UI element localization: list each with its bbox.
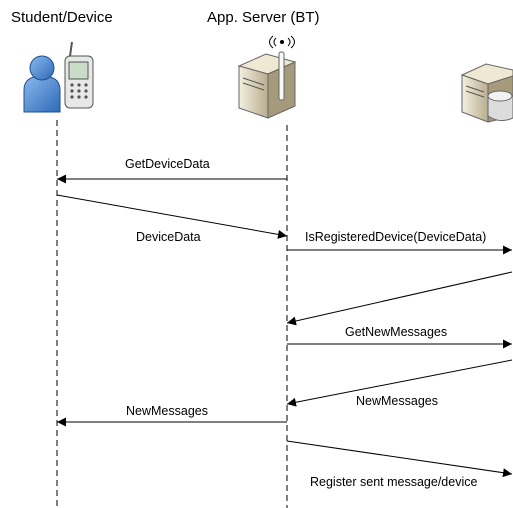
actor-title-student: Student/Device — [11, 9, 113, 26]
message-7: NewMessages — [57, 404, 287, 427]
message-arrow — [286, 440, 513, 478]
actor-title-app-server: App. Server (BT) — [207, 9, 320, 26]
message-label: GetNewMessages — [345, 325, 447, 339]
message-6: NewMessages — [286, 359, 513, 408]
message-label: DeviceData — [136, 230, 201, 244]
message-8: Register sent message/device — [286, 440, 513, 489]
message-3: IsRegisteredDevice(DeviceData) — [287, 230, 512, 255]
database-server-icon — [460, 63, 513, 123]
wireless-server-icon — [237, 35, 297, 119]
message-label: Register sent message/device — [310, 475, 477, 489]
message-4 — [286, 271, 513, 326]
message-2: DeviceData — [56, 194, 288, 244]
message-label: NewMessages — [356, 394, 438, 408]
message-arrow — [56, 194, 288, 239]
message-arrow — [286, 359, 513, 407]
message-label: IsRegisteredDevice(DeviceData) — [305, 230, 486, 244]
message-label: NewMessages — [126, 404, 208, 418]
student-with-phone-icon — [23, 41, 94, 113]
message-5: GetNewMessages — [287, 325, 512, 349]
message-arrow — [286, 271, 513, 326]
message-label: GetDeviceData — [125, 157, 210, 171]
message-1: GetDeviceData — [57, 157, 287, 184]
